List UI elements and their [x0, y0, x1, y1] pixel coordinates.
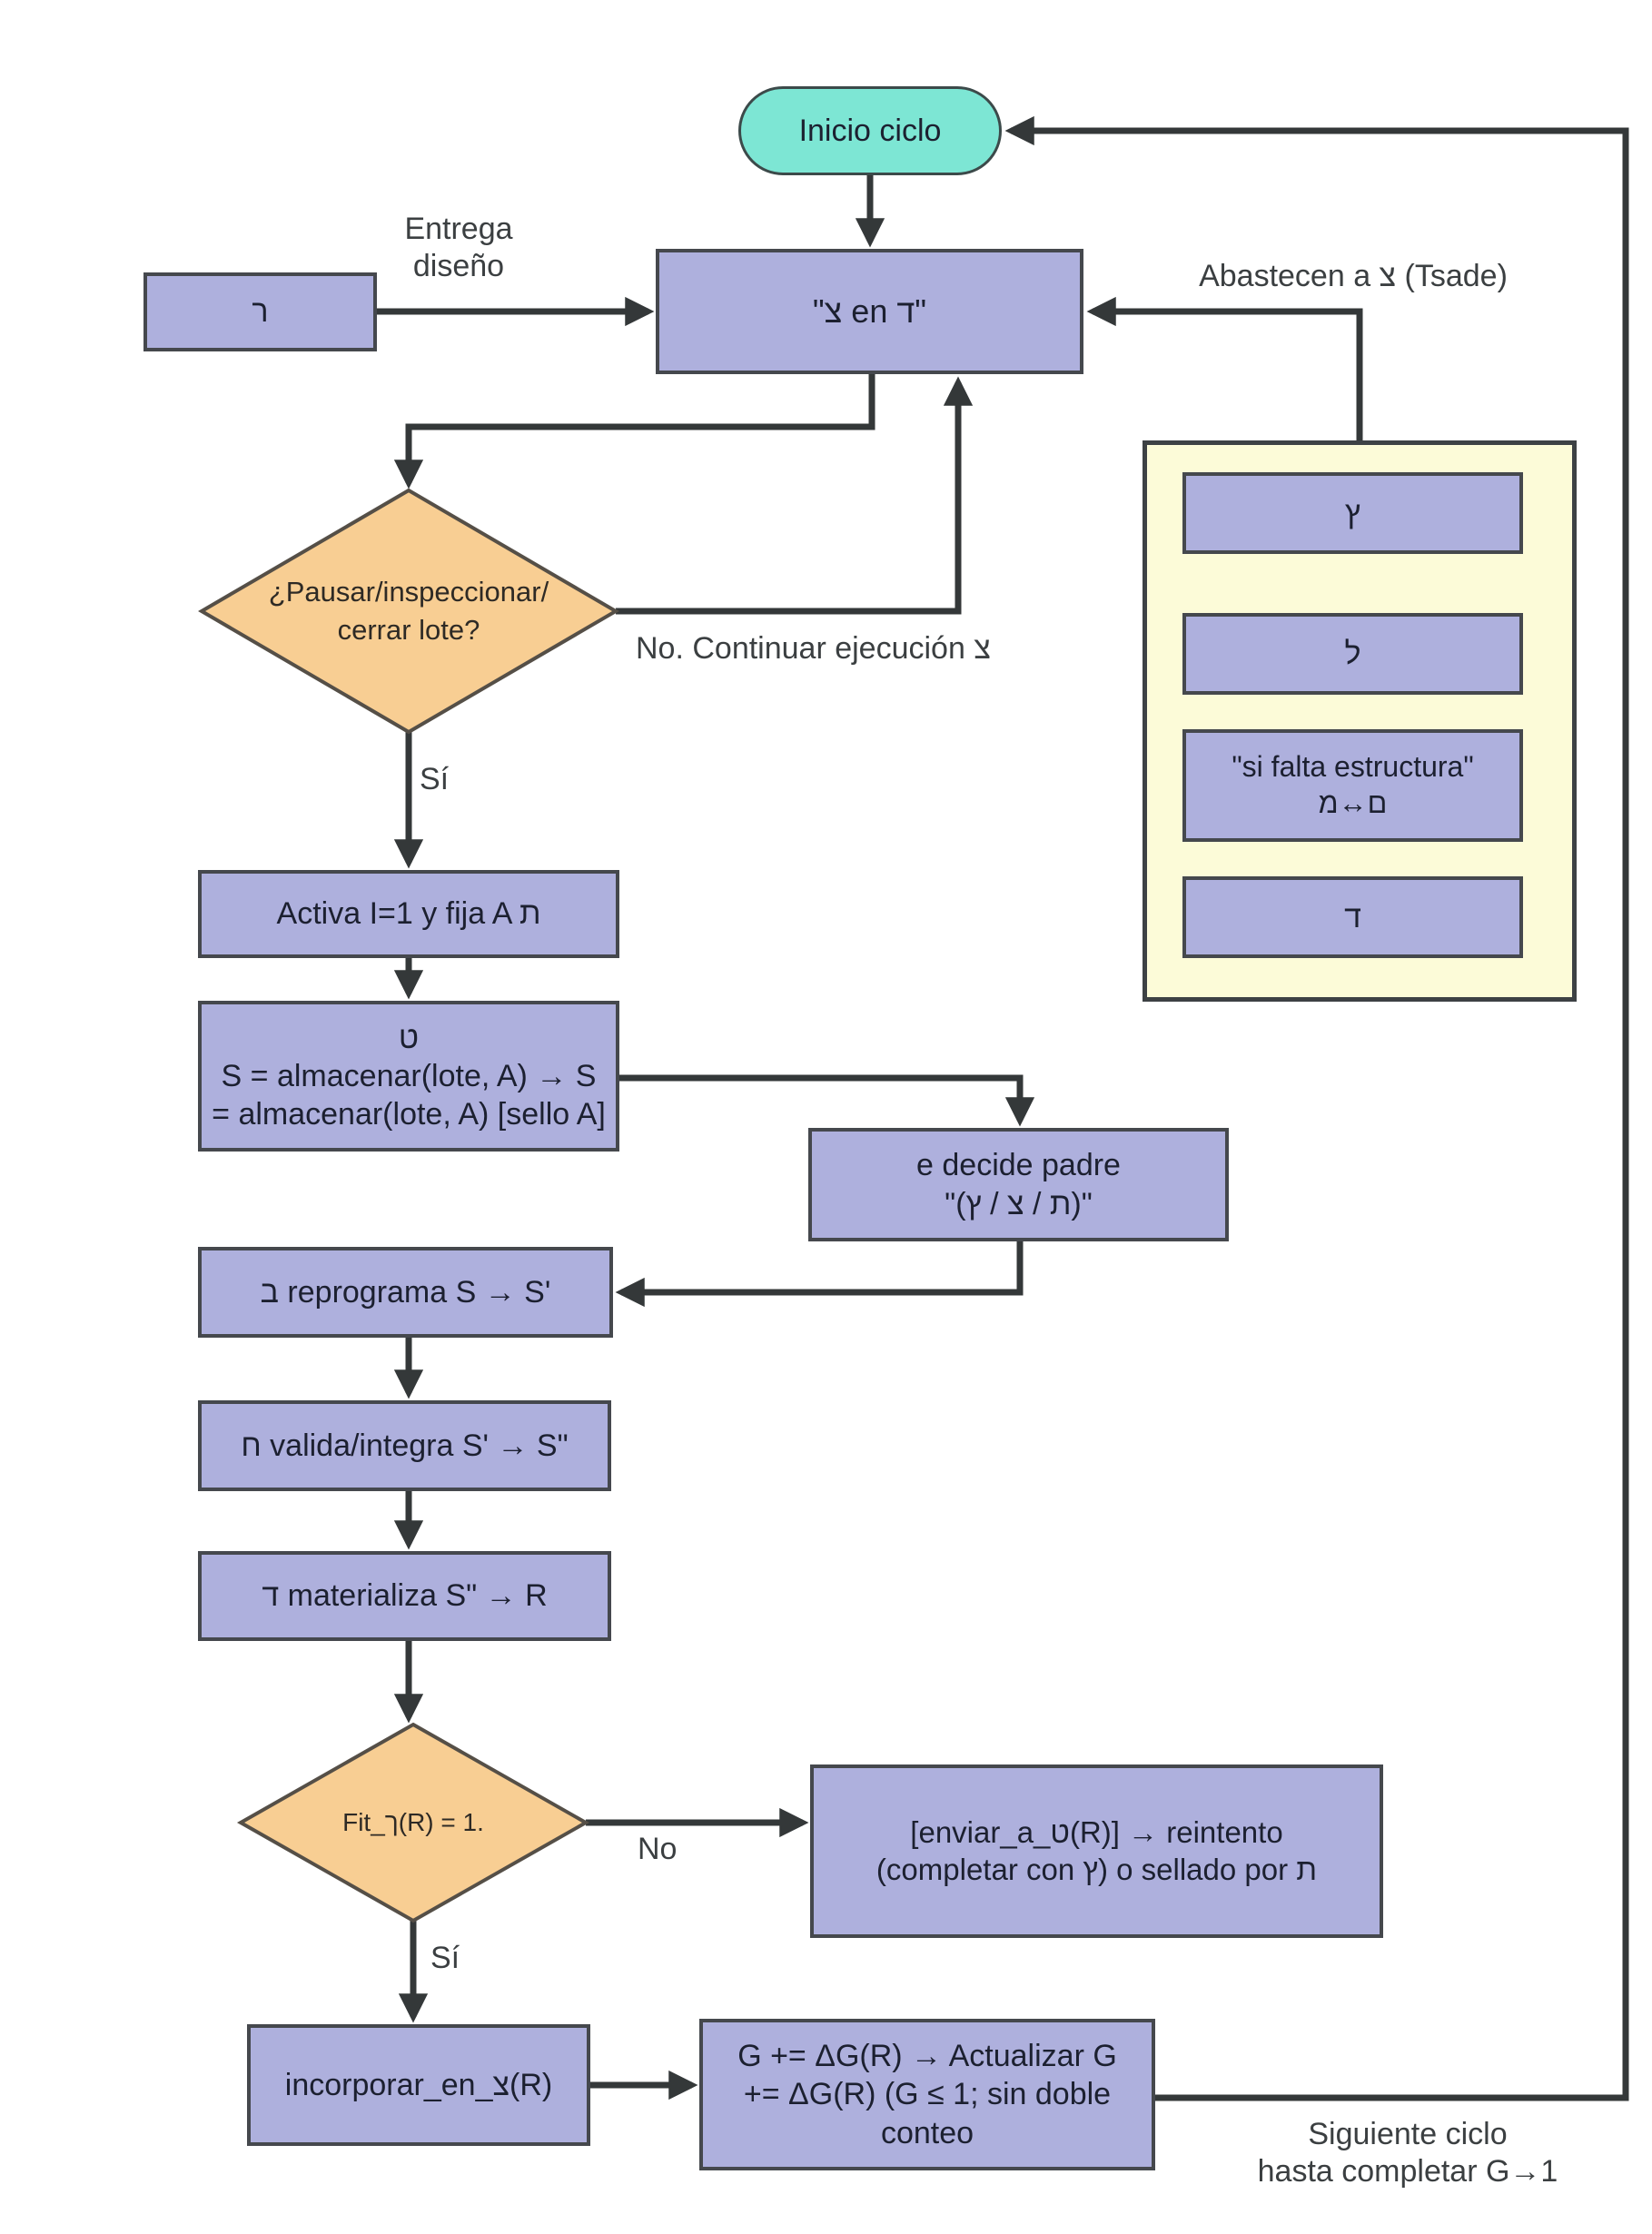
edge-almacenar-to-decide	[619, 1074, 1035, 1127]
panel-node-si-falta-estructura: "si falta estructura" מ↔ם	[1182, 729, 1523, 842]
fit-decision-label: Fit_ך(R) = 1.	[342, 1808, 484, 1836]
panel-node-dalet: ד	[1182, 876, 1523, 958]
label-siguiente-ciclo: Siguiente ciclo hasta completar G→1	[1257, 2117, 1558, 2190]
center-node-tsade-en-dalet: "צ en ד"	[656, 249, 1083, 374]
label-si-2: Sí	[430, 1941, 460, 1975]
panel-node-lamed: ל	[1182, 613, 1523, 695]
panel-node-tsade-final: ץ	[1182, 472, 1523, 554]
materializa-node: ד materializa S" → R	[198, 1551, 611, 1641]
almacenar-node: ט S = almacenar(lote, A) → S = almacenar…	[198, 1001, 619, 1152]
edge-decide-to-reprograma	[615, 1241, 1024, 1308]
edge-center-to-pause-decision	[393, 374, 875, 489]
label-entrega-diseno: Entrega diseño	[404, 212, 513, 284]
edge-panel-to-center	[1086, 296, 1363, 440]
gain-node: G += ΔG(R) → Actualizar G += ΔG(R) (G ≤ …	[699, 2019, 1155, 2170]
label-no-continuar: No. Continuar ejecución צ	[636, 631, 991, 666]
incorporar-node: incorporar_en_צ(R)	[247, 2024, 590, 2146]
edge-gain-to-start-feedback	[1004, 115, 1629, 2101]
pause-decision-label: ¿Pausar/inspeccionar/ cerrar lote?	[268, 576, 549, 646]
activa-node: Activa I=1 y fija A ת	[198, 870, 619, 958]
enviar-node: [enviar_a_ט(R)] → reintento (completar c…	[810, 1764, 1383, 1938]
pause-decision-diamond	[198, 488, 619, 735]
fit-decision-diamond	[236, 1722, 590, 1923]
decide-padre-node: e decide padre "(ץ / צ / ת)"	[808, 1128, 1229, 1241]
label-abastecen: Abastecen a צ (Tsade)	[1199, 259, 1508, 293]
reprograma-node: ב reprograma S → S'	[198, 1247, 613, 1338]
label-no-2: No	[638, 1832, 678, 1866]
label-si-1: Sí	[420, 762, 450, 796]
edge-pause-no-to-center	[616, 376, 974, 615]
start-node: Inicio ciclo	[738, 86, 1002, 175]
source-node-resh: ר	[143, 272, 377, 351]
valida-node: ח valida/integra S' → S"	[198, 1400, 611, 1491]
